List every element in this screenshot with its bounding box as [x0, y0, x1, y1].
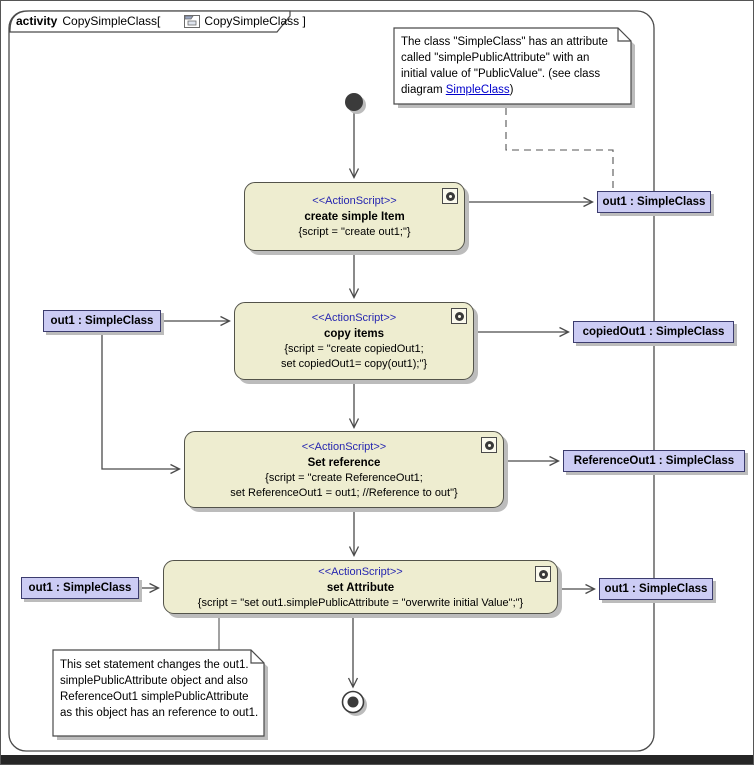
note-line: as this object has an reference to out1.: [60, 707, 259, 719]
note-dogear-icon: [250, 650, 264, 664]
note-line-text: ): [509, 84, 514, 96]
behavior-icon: [442, 188, 458, 204]
action-name: set Attribute: [326, 581, 395, 594]
initial-node[interactable]: [345, 93, 363, 111]
gear-icon: [538, 569, 548, 579]
gear-icon: [445, 191, 455, 201]
action-set-attribute[interactable]: <<ActionScript>> set Attribute {script =…: [163, 560, 558, 614]
script-line: {script = "create ReferenceOut1;: [265, 471, 423, 484]
note-dogear-icon: [617, 28, 631, 42]
action-stereotype: <<ActionScript>>: [311, 312, 397, 324]
note-line: diagram SimpleClass): [401, 82, 627, 98]
note-simpleclass-attribute[interactable]: The class "SimpleClass" has an attribute…: [401, 34, 627, 98]
action-name: copy items: [323, 328, 385, 340]
script-line: set ReferenceOut1 = out1; //Reference to…: [230, 486, 458, 499]
note-line: This set statement changes the out1.: [60, 659, 249, 671]
note-line: called "simplePublicAttribute" with an: [401, 52, 590, 64]
activity-final-inner: [347, 696, 359, 708]
action-name: Set reference: [307, 456, 381, 469]
gear-icon: [484, 440, 494, 450]
action-script: {script = "create copiedOut1; set copied…: [281, 342, 427, 372]
window-bottom-border: [1, 755, 753, 764]
action-create-simple-item[interactable]: <<ActionScript>> create simple Item {scr…: [244, 182, 465, 251]
activity-diagram-icon: [164, 14, 201, 28]
simpleclass-link[interactable]: SimpleClass: [445, 84, 510, 96]
note-line: ReferenceOut1 simplePublicAttribute: [60, 691, 249, 703]
frame-title: activity CopySimpleClass[ CopySimpleClas…: [16, 14, 306, 28]
behavior-icon: [481, 437, 497, 453]
action-copy-items[interactable]: <<ActionScript>> copy items {script = "c…: [234, 302, 474, 380]
object-node-out1-bottom-left[interactable]: out1 : SimpleClass: [21, 577, 139, 599]
action-script: {script = "set out1.simplePublicAttribut…: [197, 596, 524, 609]
action-set-reference[interactable]: <<ActionScript>> Set reference {script =…: [184, 431, 504, 508]
object-node-out1-top[interactable]: out1 : SimpleClass: [597, 191, 711, 213]
action-stereotype: <<ActionScript>>: [301, 440, 387, 453]
note-line: simplePublicAttribute object and also: [60, 675, 248, 687]
object-flow-out1-to-setref: [101, 332, 181, 475]
note-outline[interactable]: [52, 649, 265, 737]
object-node-referenceout1[interactable]: ReferenceOut1 : SimpleClass: [563, 450, 745, 472]
note-line: initial value of "PublicValue". (see cla…: [401, 68, 601, 80]
behavior-icon: [535, 566, 551, 582]
object-node-out1-left[interactable]: out1 : SimpleClass: [43, 310, 161, 332]
action-stereotype: <<ActionScript>>: [312, 195, 397, 207]
object-node-out1-bottom-right[interactable]: out1 : SimpleClass: [599, 578, 713, 600]
frame-kind-keyword: activity: [16, 14, 58, 28]
action-script: {script = "create out1;"}: [298, 226, 411, 238]
script-line: set copiedOut1= copy(out1);"}: [280, 358, 428, 370]
action-script: {script = "create ReferenceOut1; set Ref…: [230, 471, 457, 501]
action-stereotype: <<ActionScript>>: [318, 565, 403, 578]
note-line-text: diagram: [401, 84, 446, 96]
activity-frame: [8, 10, 655, 752]
frame-diagram-name: CopySimpleClass ]: [204, 14, 306, 28]
script-line: {script = "create copiedOut1;: [284, 343, 424, 355]
note-line: The class "SimpleClass" has an attribute: [401, 36, 608, 48]
action-name: create simple Item: [304, 211, 405, 223]
frame-name-tab: [9, 10, 291, 33]
gear-icon: [454, 311, 464, 321]
behavior-icon: [451, 308, 467, 324]
object-node-copiedout1[interactable]: copiedOut1 : SimpleClass: [573, 321, 734, 343]
frame-name: CopySimpleClass[: [62, 14, 161, 28]
note-set-statement[interactable]: This set statement changes the out1. sim…: [60, 657, 260, 721]
note-anchor-dashed: [505, 108, 614, 188]
note-outline[interactable]: [393, 27, 632, 105]
